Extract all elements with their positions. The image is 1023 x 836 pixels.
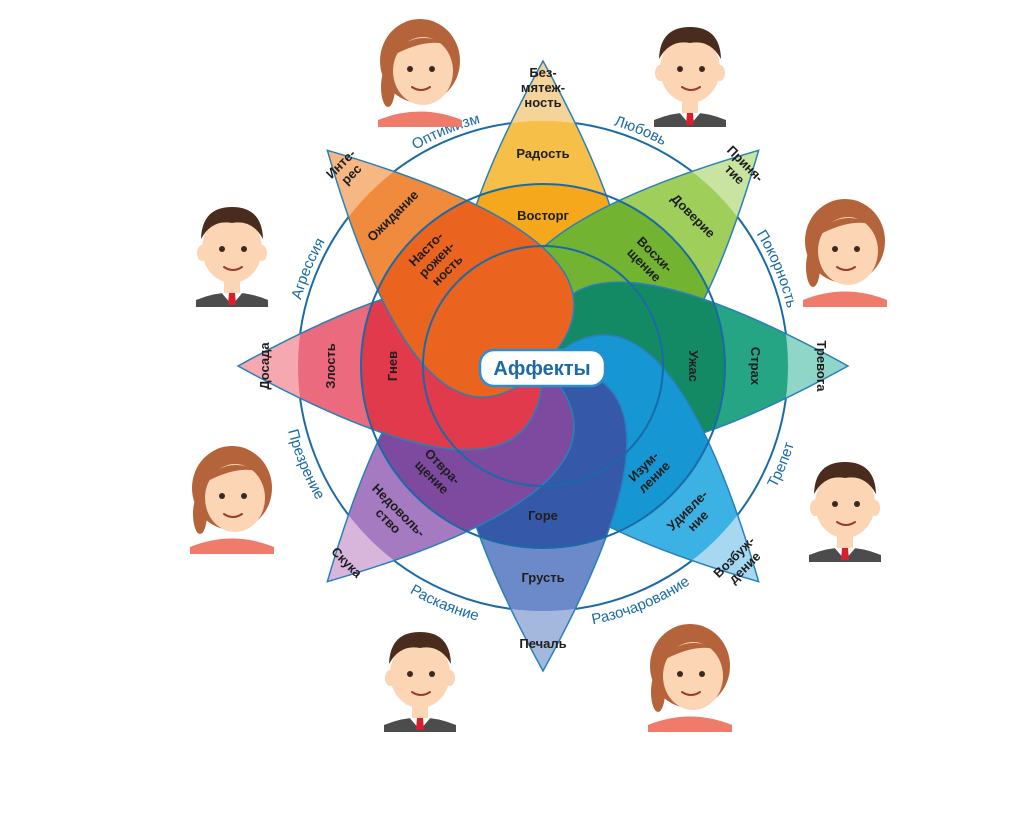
petal-yellow-label-2: Восторг bbox=[517, 208, 569, 223]
petal-red-label-2: Гнев bbox=[385, 351, 400, 381]
dyad-label-2: Трепет bbox=[764, 440, 798, 490]
petal-blue-label-0: Печаль bbox=[519, 636, 566, 651]
shirt bbox=[378, 111, 462, 127]
hair bbox=[814, 462, 876, 494]
petal-teal-label-0: Тревога bbox=[814, 340, 829, 392]
ear-left bbox=[197, 245, 207, 261]
ear-left bbox=[810, 500, 820, 516]
eye-right bbox=[854, 501, 860, 507]
eye-right bbox=[429, 66, 435, 72]
braid bbox=[381, 67, 395, 107]
face-submission bbox=[803, 199, 887, 307]
mouth bbox=[223, 513, 243, 518]
ear-right bbox=[257, 245, 267, 261]
mouth bbox=[681, 86, 701, 91]
tie bbox=[841, 548, 849, 560]
face bbox=[205, 464, 265, 532]
ear-left bbox=[385, 670, 395, 686]
petal-teal-label-1: Страх bbox=[748, 347, 763, 386]
middle-ring bbox=[360, 183, 726, 549]
inner-ring bbox=[422, 245, 664, 487]
petal-teal-label-2: Ужас bbox=[686, 350, 701, 382]
braid bbox=[651, 672, 665, 712]
face bbox=[393, 37, 453, 105]
eye-right bbox=[241, 493, 247, 499]
eye-left bbox=[832, 246, 838, 252]
eye-left bbox=[407, 66, 413, 72]
braid bbox=[193, 494, 207, 534]
face bbox=[390, 640, 450, 708]
petal-red-label-1: Злость bbox=[323, 343, 338, 389]
eye-left bbox=[219, 246, 225, 252]
petal-blue-label-1: Грусть bbox=[521, 570, 564, 585]
dyad-label-3: Разочарование bbox=[590, 573, 693, 628]
face bbox=[815, 470, 875, 538]
dyad-label-6: Агрессия bbox=[288, 235, 328, 301]
mouth bbox=[836, 266, 856, 271]
fringe bbox=[390, 38, 452, 57]
face-awe bbox=[809, 462, 881, 562]
fringe bbox=[815, 218, 877, 237]
face-remorse bbox=[384, 632, 456, 732]
tie bbox=[416, 718, 424, 730]
petal-blue-label-2: Горе bbox=[528, 508, 558, 523]
ear-right bbox=[715, 65, 725, 81]
mouth bbox=[223, 266, 243, 271]
eye-left bbox=[219, 493, 225, 499]
face bbox=[202, 215, 262, 283]
shirt bbox=[190, 538, 274, 554]
face-aggression bbox=[196, 207, 268, 307]
face-love bbox=[654, 27, 726, 127]
face bbox=[818, 217, 878, 285]
fringe bbox=[202, 465, 264, 484]
center-label: Аффекты bbox=[493, 358, 590, 380]
mouth bbox=[836, 521, 856, 526]
inner-rings bbox=[360, 183, 726, 549]
mouth bbox=[411, 691, 431, 696]
shirt bbox=[803, 291, 887, 307]
eye-right bbox=[854, 246, 860, 252]
mouth bbox=[411, 86, 431, 91]
eye-right bbox=[429, 671, 435, 677]
eye-left bbox=[407, 671, 413, 677]
eye-left bbox=[677, 671, 683, 677]
faces bbox=[190, 19, 887, 732]
petal-outline bbox=[326, 149, 575, 398]
eye-right bbox=[699, 671, 705, 677]
face-disappointment bbox=[648, 624, 732, 732]
face bbox=[663, 642, 723, 710]
face-contempt bbox=[190, 446, 274, 554]
eye-left bbox=[832, 501, 838, 507]
ear-right bbox=[445, 670, 455, 686]
hair bbox=[201, 207, 263, 239]
shirt bbox=[648, 716, 732, 732]
tie bbox=[228, 293, 236, 305]
ear-right bbox=[870, 500, 880, 516]
fringe bbox=[660, 643, 722, 662]
face-optimism bbox=[378, 19, 462, 127]
tie bbox=[686, 113, 694, 125]
petal-yellow-label-1: Радость bbox=[516, 146, 569, 161]
dyad-label-1: Покорность bbox=[753, 227, 800, 310]
hair bbox=[389, 632, 451, 664]
eye-left bbox=[677, 66, 683, 72]
center-badge-box bbox=[478, 348, 607, 388]
eye-right bbox=[699, 66, 705, 72]
center-badge: Аффекты bbox=[478, 348, 607, 388]
petal-yellow-label-0: Без-мятеж-ность bbox=[521, 65, 565, 110]
eye-right bbox=[241, 246, 247, 252]
mouth bbox=[681, 691, 701, 696]
face bbox=[660, 35, 720, 103]
petal-red-label-0: Досада bbox=[257, 342, 272, 390]
dyad-label-5: Презрение bbox=[284, 427, 328, 502]
dyad-label-4: Раскаяние bbox=[407, 581, 480, 624]
braid bbox=[806, 247, 820, 287]
hair bbox=[659, 27, 721, 59]
ear-left bbox=[655, 65, 665, 81]
